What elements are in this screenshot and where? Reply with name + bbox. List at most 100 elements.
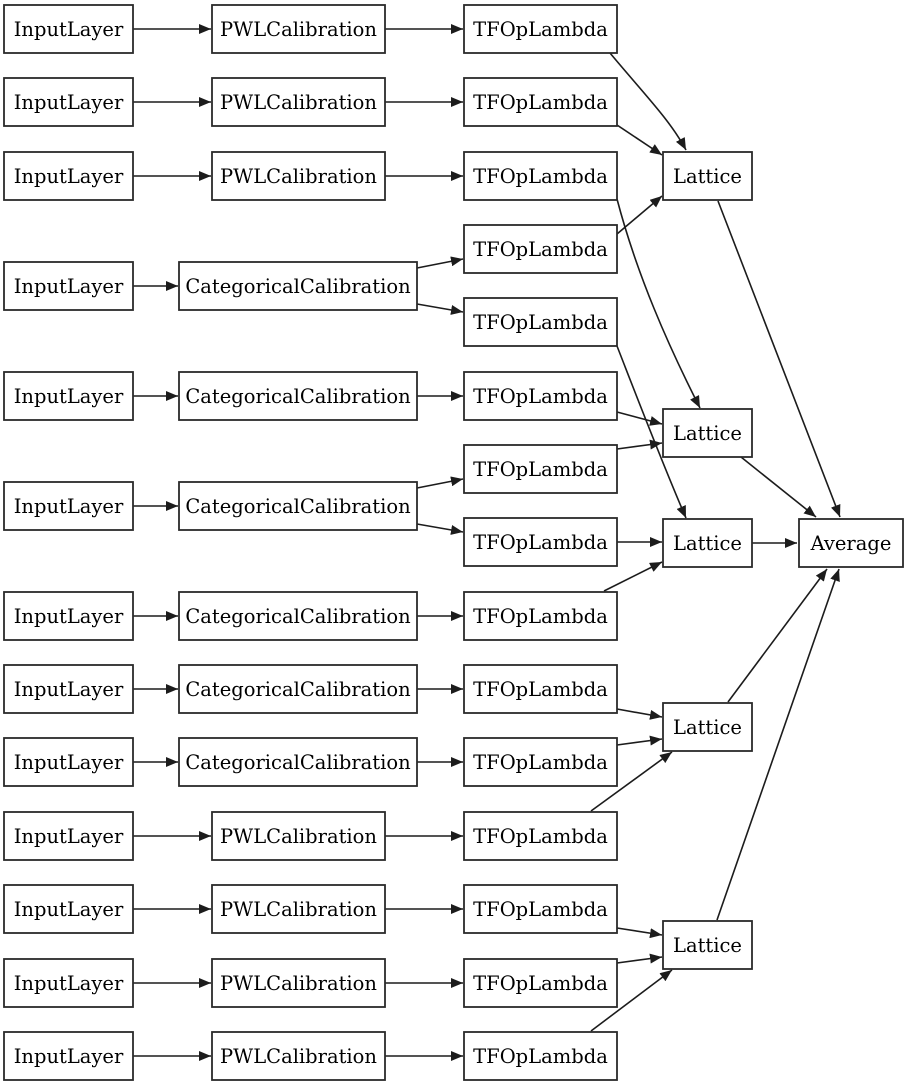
node-in1: InputLayer <box>3 77 134 127</box>
edge-tf6-lat1 <box>616 439 663 450</box>
tf4-label: TFOpLambda <box>473 311 608 334</box>
in9-box <box>3 811 134 861</box>
edge-tf5-lat1 <box>616 411 663 426</box>
node-tf6: TFOpLambda <box>463 444 618 494</box>
node-tf5: TFOpLambda <box>463 371 618 421</box>
tf2-box <box>463 151 618 201</box>
edge-tf4-lat2 <box>616 345 687 519</box>
node-in4: InputLayer <box>3 371 134 421</box>
in2-label: InputLayer <box>14 165 124 188</box>
pwl4-box <box>211 884 386 934</box>
tf10-box <box>463 737 618 787</box>
tf6-box <box>463 444 618 494</box>
edge-cat2-tf7 <box>416 523 464 535</box>
tf12-box <box>463 884 618 934</box>
in10-label: InputLayer <box>14 898 124 921</box>
node-pwl2: PWLCalibration <box>211 151 386 201</box>
edge-tf8-lat2 <box>603 561 663 592</box>
lat2-label: Lattice <box>673 532 742 555</box>
in12-box <box>3 1031 134 1081</box>
node-in3: InputLayer <box>3 261 134 311</box>
tf6-label: TFOpLambda <box>473 458 608 481</box>
in6-label: InputLayer <box>14 605 124 628</box>
cat5-label: CategoricalCalibration <box>185 751 411 774</box>
tf0-label: TFOpLambda <box>473 18 608 41</box>
node-cat2: CategoricalCalibration <box>178 481 418 531</box>
node-lat2: Lattice <box>662 518 753 568</box>
pwl3-box <box>211 811 386 861</box>
node-tf8: TFOpLambda <box>463 591 618 641</box>
pwl0-box <box>211 4 386 54</box>
node-tf11: TFOpLambda <box>463 811 618 861</box>
node-in9: InputLayer <box>3 811 134 861</box>
lat1-label: Lattice <box>673 422 742 445</box>
pwl1-label: PWLCalibration <box>220 91 377 114</box>
edge-tf11-lat3 <box>590 751 673 812</box>
edges-layer <box>133 24 841 1061</box>
tf1-box <box>463 77 618 127</box>
tf11-box <box>463 811 618 861</box>
node-pwl1: PWLCalibration <box>211 77 386 127</box>
node-in6: InputLayer <box>3 591 134 641</box>
edge-tf14-lat4 <box>590 969 673 1032</box>
edge-cat0-tf3 <box>416 256 464 269</box>
cat1-box <box>178 371 418 421</box>
edge-tf13-lat4 <box>616 953 663 964</box>
lat1-box <box>662 408 753 458</box>
in3-label: InputLayer <box>14 275 124 298</box>
in2-box <box>3 151 134 201</box>
lat3-label: Lattice <box>673 716 742 739</box>
tf8-label: TFOpLambda <box>473 605 608 628</box>
node-cat5: CategoricalCalibration <box>178 737 418 787</box>
tf4-box <box>463 297 618 347</box>
tf3-box <box>463 224 618 274</box>
in7-box <box>3 664 134 714</box>
node-pwl0: PWLCalibration <box>211 4 386 54</box>
tf7-box <box>463 517 618 567</box>
edge-lat3-avg <box>727 568 828 703</box>
lat2-box <box>662 518 753 568</box>
pwl5-label: PWLCalibration <box>220 972 377 995</box>
node-tf0: TFOpLambda <box>463 4 618 54</box>
pwl2-box <box>211 151 386 201</box>
tf7-label: TFOpLambda <box>473 531 608 554</box>
tf5-box <box>463 371 618 421</box>
in12-label: InputLayer <box>14 1045 124 1068</box>
pwl1-box <box>211 77 386 127</box>
edge-tf0-lat0 <box>609 52 687 151</box>
cat3-label: CategoricalCalibration <box>185 605 411 628</box>
node-lat4: Lattice <box>662 920 753 970</box>
edge-cat2-tf6 <box>416 476 464 489</box>
pwl5-box <box>211 958 386 1008</box>
cat5-box <box>178 737 418 787</box>
pwl3-label: PWLCalibration <box>220 825 377 848</box>
in3-box <box>3 261 134 311</box>
pwl4-label: PWLCalibration <box>220 898 377 921</box>
in1-label: InputLayer <box>14 91 124 114</box>
node-in7: InputLayer <box>3 664 134 714</box>
edge-lat1-avg <box>740 456 817 518</box>
tf14-box <box>463 1031 618 1081</box>
node-cat4: CategoricalCalibration <box>178 664 418 714</box>
node-tf2: TFOpLambda <box>463 151 618 201</box>
tf10-label: TFOpLambda <box>473 751 608 774</box>
edge-tf9-lat3 <box>616 708 663 720</box>
node-lat0: Lattice <box>662 151 753 201</box>
node-in2: InputLayer <box>3 151 134 201</box>
tf2-label: TFOpLambda <box>473 165 608 188</box>
in1-box <box>3 77 134 127</box>
tf5-label: TFOpLambda <box>473 385 608 408</box>
edge-lat0-avg <box>717 200 841 518</box>
lat4-box <box>662 920 753 970</box>
cat3-box <box>178 591 418 641</box>
node-cat1: CategoricalCalibration <box>178 371 418 421</box>
cat0-label: CategoricalCalibration <box>185 275 411 298</box>
pwl2-label: PWLCalibration <box>220 165 377 188</box>
node-avg: Average <box>798 518 904 568</box>
node-tf14: TFOpLambda <box>463 1031 618 1081</box>
tf13-box <box>463 958 618 1008</box>
in9-label: InputLayer <box>14 825 124 848</box>
node-tf12: TFOpLambda <box>463 884 618 934</box>
node-cat3: CategoricalCalibration <box>178 591 418 641</box>
in4-label: InputLayer <box>14 385 124 408</box>
